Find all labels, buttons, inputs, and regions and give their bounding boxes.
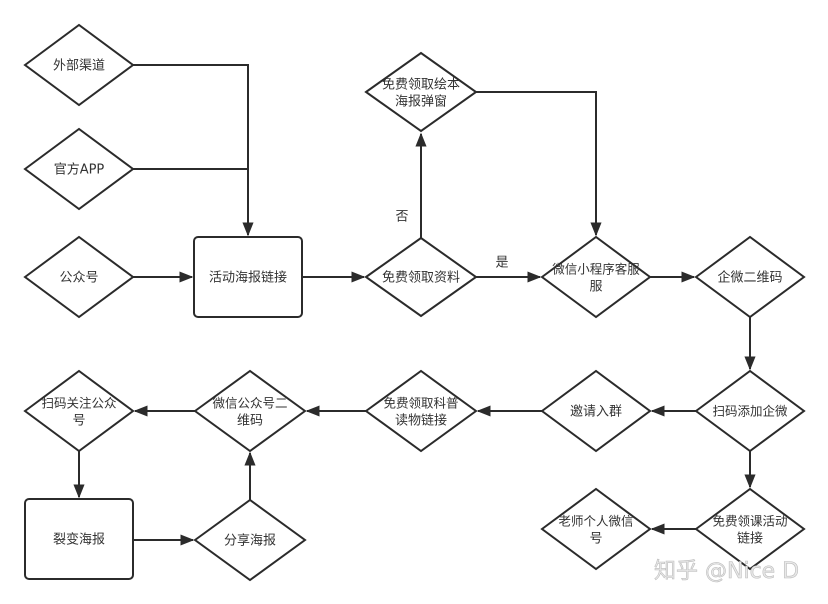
node-free-material[interactable]: 免费领取资料 (364, 236, 478, 318)
node-label: 免费领取资料 (382, 271, 460, 286)
node-label: 邀请入群 (570, 405, 622, 420)
node-label: 老师个人微信 (558, 514, 633, 529)
node-teacher-wechat[interactable]: 老师个人微信 号 (540, 487, 652, 571)
node-oa-qr[interactable]: 微信公众号二 维码 (193, 369, 307, 453)
node-label: 活动海报链接 (209, 270, 287, 286)
node-label: 维码 (237, 414, 263, 429)
node-invite-group[interactable]: 邀请入群 (540, 369, 652, 453)
edge-popup-to-mini (476, 91, 602, 237)
node-label: 微信小程序客服 (552, 262, 640, 277)
node-label: 免费领课活动 (712, 514, 787, 529)
edge-external-to-poster (133, 64, 254, 237)
node-mini-program[interactable]: 微信小程序客服 服 (540, 235, 652, 319)
node-label: 裂变海报 (53, 532, 105, 548)
node-label: 外部渠道 (53, 59, 105, 74)
node-label: 分享海报 (224, 533, 276, 549)
node-popup[interactable]: 免费领取绘本 海报弹窗 (364, 51, 478, 133)
node-share-poster[interactable]: 分享海报 (193, 498, 307, 582)
node-scan-follow[interactable]: 扫码关注公众 号 (23, 369, 135, 453)
node-app[interactable]: 官方APP (23, 127, 135, 211)
node-scan-add-wecom[interactable]: 扫码添加企微 (694, 369, 806, 453)
node-label: 服 (589, 280, 602, 295)
node-label: 企微二维码 (717, 270, 782, 286)
node-label: 号 (72, 414, 85, 429)
node-wecom-qr[interactable]: 企微二维码 (694, 235, 806, 319)
node-label: 海报弹窗 (395, 94, 447, 110)
node-label: 官方APP (54, 162, 105, 178)
node-fission-poster[interactable]: 裂变海报 (24, 498, 134, 580)
node-label: 读物链接 (395, 413, 447, 429)
node-label: 号 (589, 532, 602, 547)
node-label: 免费领取绘本 (382, 78, 460, 93)
node-official-account[interactable]: 公众号 (23, 235, 135, 319)
node-label: 链接 (737, 531, 763, 547)
node-label: 微信公众号二 (212, 396, 287, 411)
edges (73, 64, 756, 546)
node-poster-link[interactable]: 活动海报链接 (193, 236, 303, 318)
node-label: 扫码添加企微 (712, 404, 788, 419)
watermark: 知乎 @Nice D (654, 559, 799, 584)
node-label: 公众号 (59, 271, 98, 286)
node-course-link[interactable]: 免费领课活动 链接 (694, 487, 806, 571)
node-label: 免费领取科普 (383, 396, 458, 411)
node-external[interactable]: 外部渠道 (23, 23, 135, 107)
edge-label-no: 否 (395, 210, 408, 225)
node-label: 扫码关注公众 (41, 396, 116, 411)
edge-label-yes: 是 (495, 256, 508, 271)
node-science[interactable]: 免费领取科普 读物链接 (364, 369, 478, 453)
